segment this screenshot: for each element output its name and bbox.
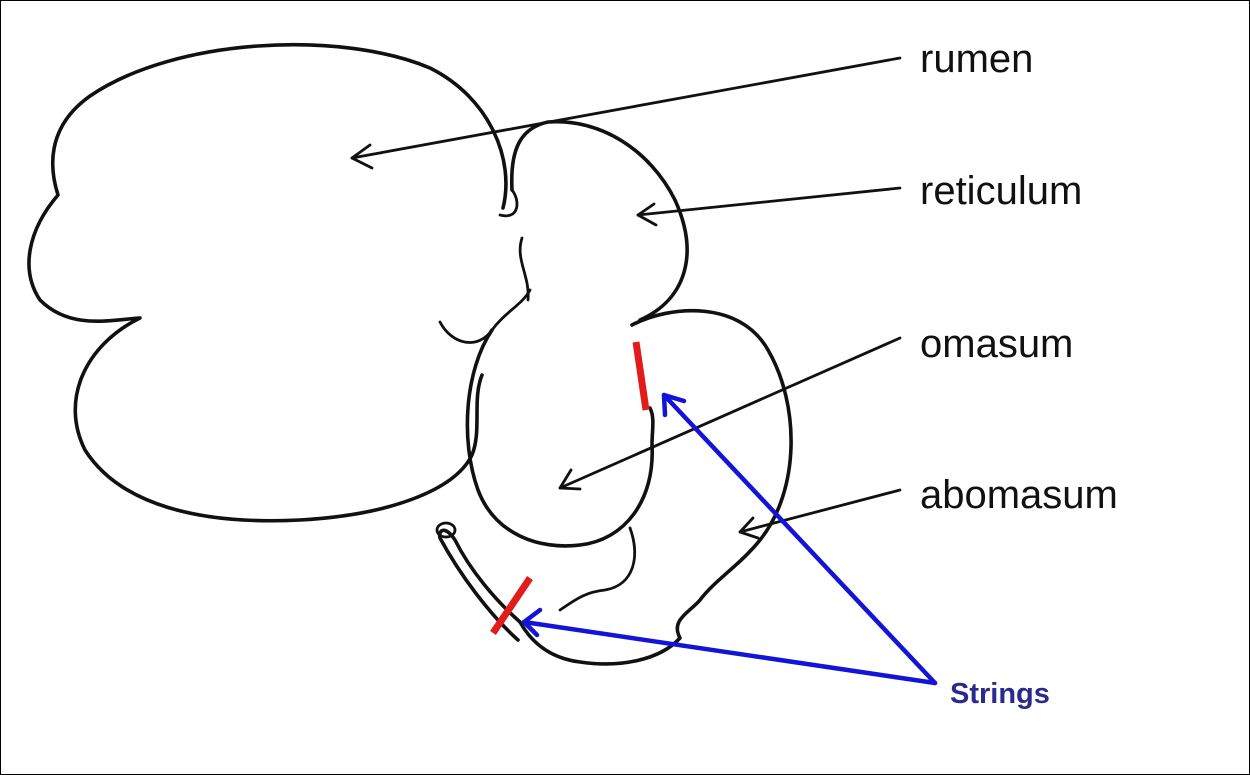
strings-arrow-upper-line — [664, 395, 935, 683]
label-reticulum: reticulum — [920, 169, 1082, 213]
stomach-outline — [29, 45, 791, 664]
label-arrows — [352, 58, 900, 538]
label-rumen: rumen — [920, 37, 1033, 81]
label-omasum: omasum — [920, 322, 1073, 366]
rumen-outline — [29, 45, 506, 521]
strings-arrows — [524, 395, 935, 683]
reticulum-fold — [520, 238, 528, 300]
duodenum-outline — [440, 530, 520, 640]
label-strings: Strings — [950, 678, 1050, 710]
strings-arrow-lower-line — [524, 622, 935, 683]
label-abomasum: abomasum — [920, 473, 1118, 517]
omasum-outline — [467, 330, 653, 546]
string-marker-upper — [636, 342, 646, 410]
reticulum-outline — [512, 122, 687, 320]
abomasum-arrow-line — [740, 490, 900, 532]
rumen-inner-fold — [440, 290, 530, 342]
labels: rumen reticulum omasum abomasum Strings — [920, 37, 1118, 710]
